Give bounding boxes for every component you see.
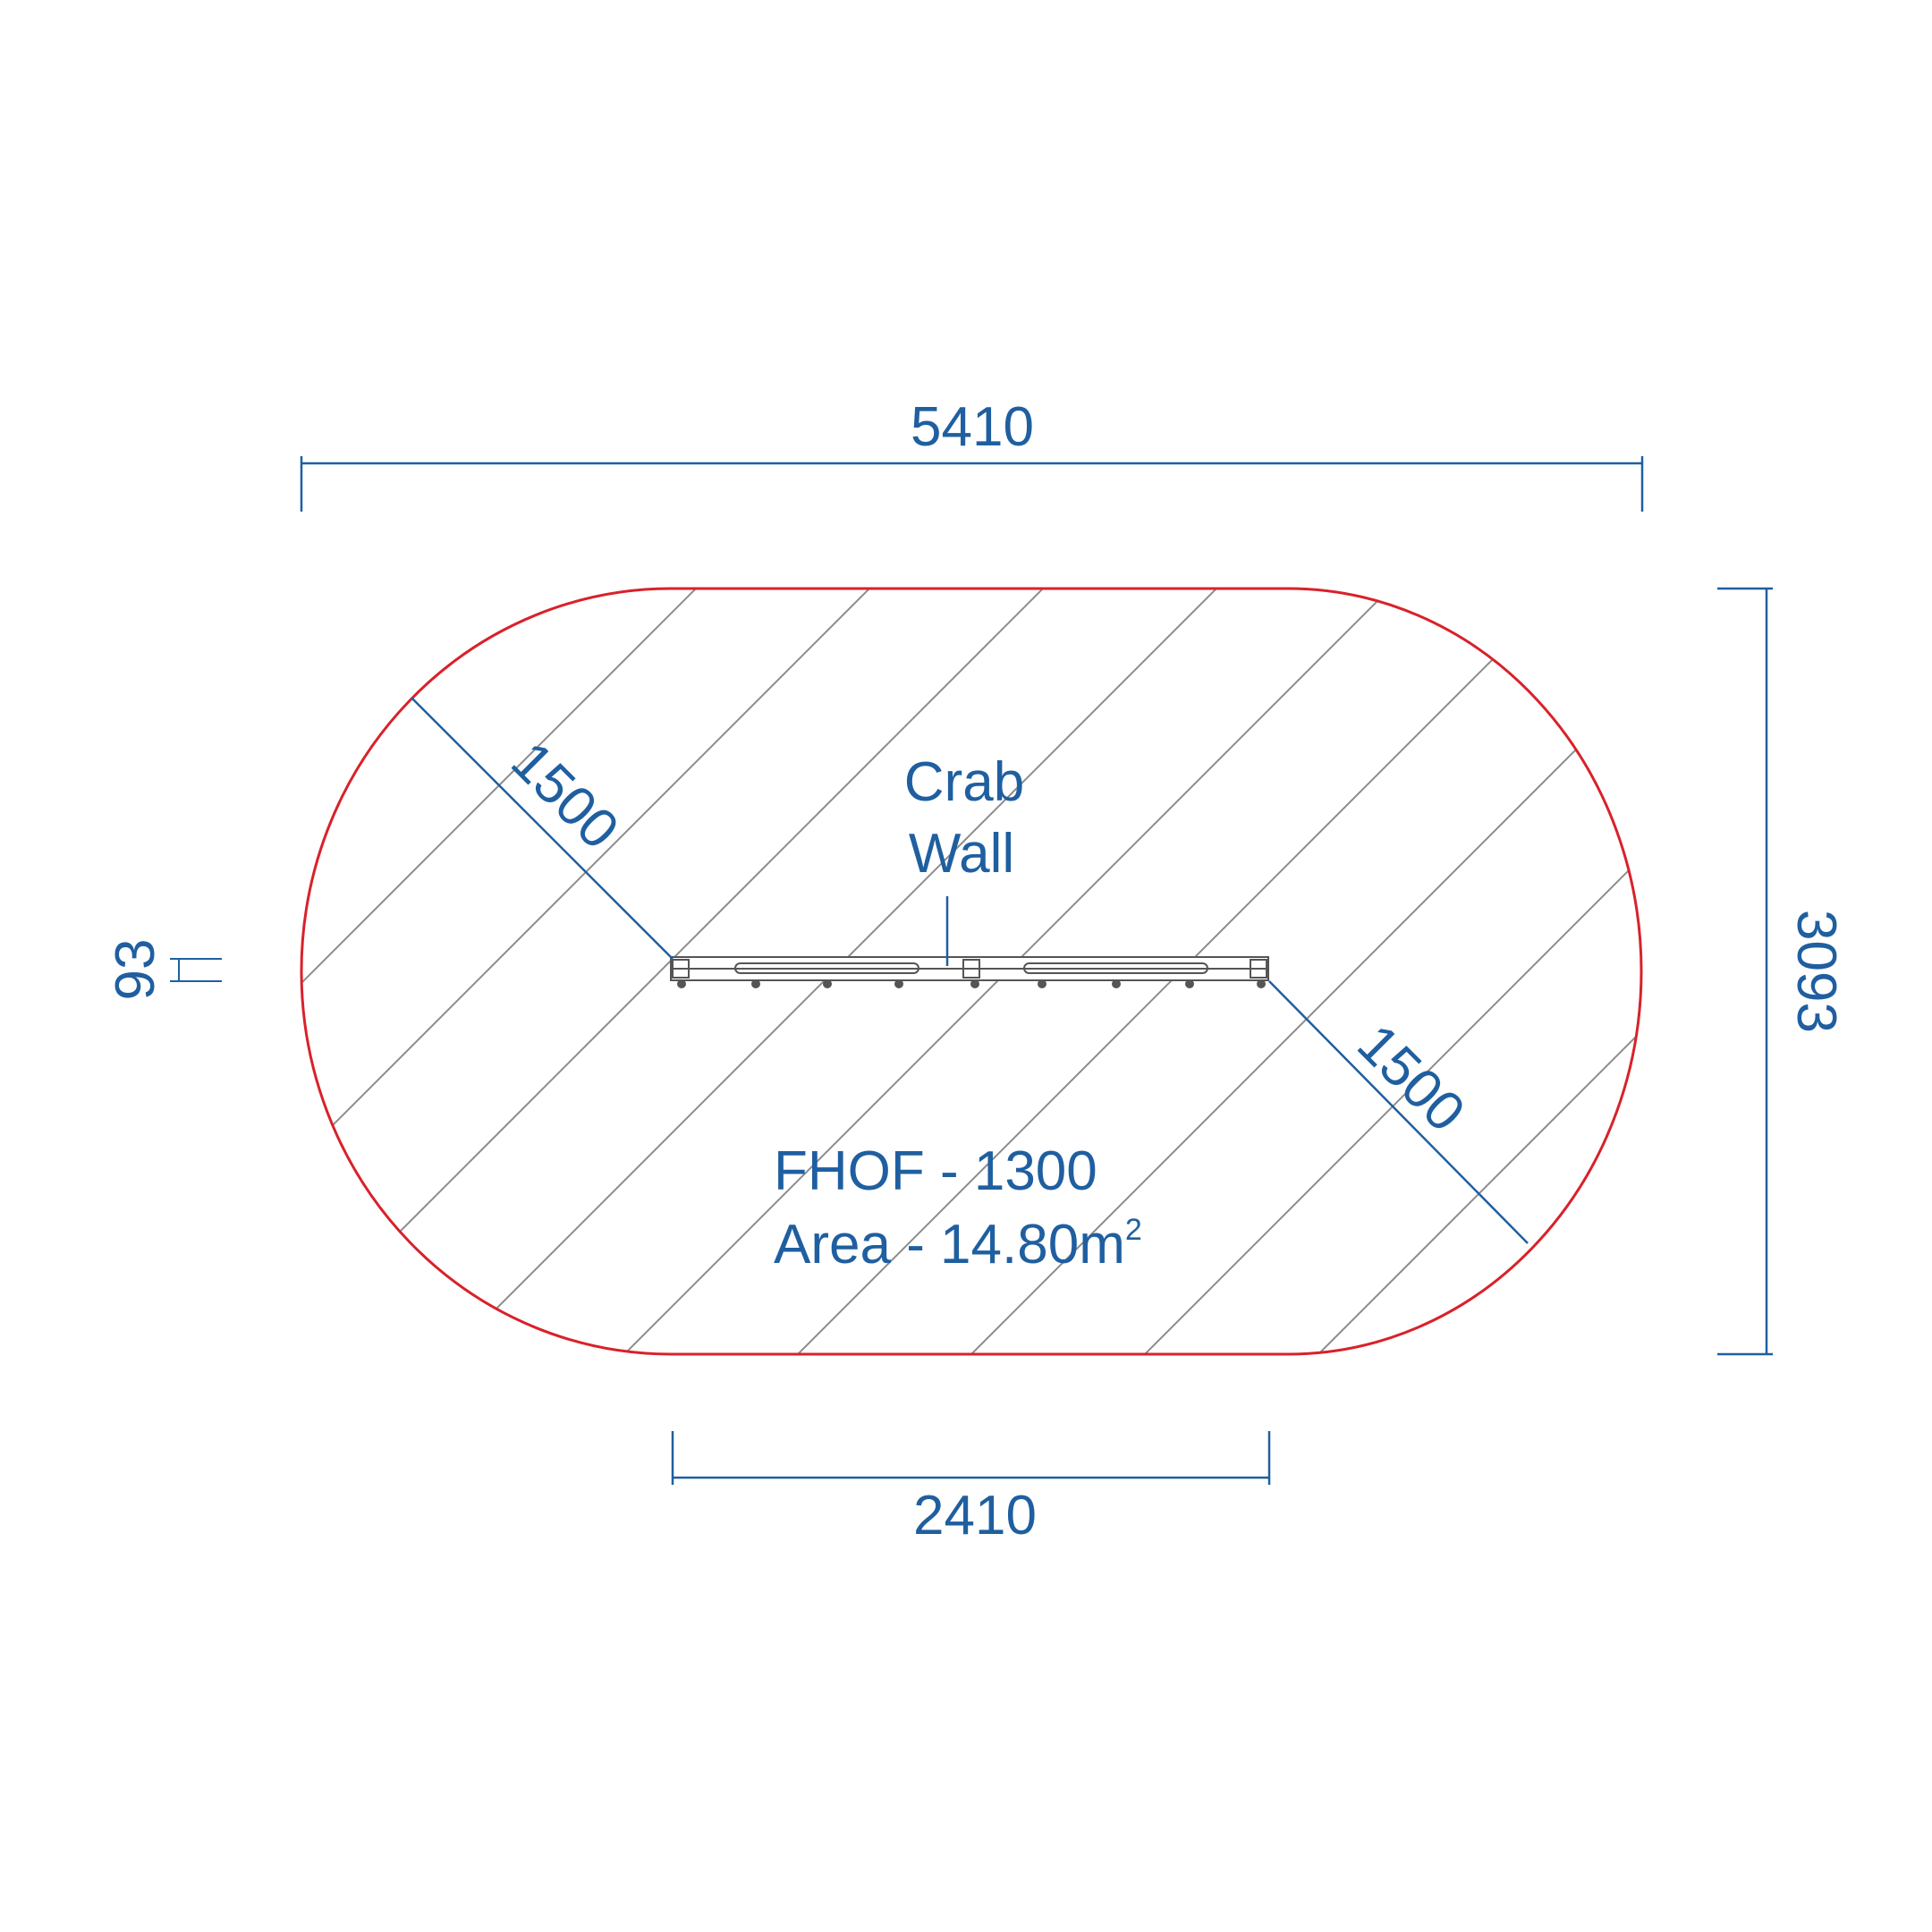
overall-width-label: 5410: [911, 396, 1034, 458]
equipment-length-label: 2410: [913, 1485, 1037, 1546]
hatch-line: [0, 501, 89, 1395]
equipment-post-left: [672, 959, 690, 979]
equipment-width-label: 93: [105, 939, 166, 1001]
equipment-foot: [677, 979, 686, 988]
equipment-foot: [1185, 979, 1194, 988]
hatch-line: [301, 589, 958, 1354]
equipment-foot: [1257, 979, 1266, 988]
area-label: Area - 14.80m2: [774, 1213, 1142, 1275]
hatch-line: [301, 589, 784, 1354]
area-unit-superscript: 2: [1125, 1213, 1142, 1247]
equipment-slot-right: [1023, 962, 1208, 974]
hatch-line: [301, 589, 437, 1354]
equipment-foot: [751, 979, 760, 988]
hatch-line: [929, 589, 1641, 1354]
equipment-post-middle: [962, 959, 980, 979]
equipment-post-right: [1250, 959, 1267, 979]
equipment-feet: [677, 979, 1266, 988]
safety-zone-boundary: [300, 587, 1643, 1356]
equipment-foot: [1112, 979, 1121, 988]
hatch-line: [409, 589, 1305, 1354]
equipment-foot: [1038, 979, 1046, 988]
clearance-radius-right: [1268, 980, 1529, 1244]
clearance-radius-left: [411, 697, 674, 960]
clearance-left-label: 1500: [499, 730, 630, 860]
equipment-foot: [970, 979, 979, 988]
equipment-foot: [894, 979, 903, 988]
hatch-line: [1623, 589, 1641, 1354]
hatch-line: [301, 589, 611, 1354]
fall-height-label: FHOF - 1300: [774, 1140, 1097, 1202]
overall-width-dimension: [300, 456, 1644, 512]
overall-depth-dimension: [1717, 587, 1773, 1356]
hatch-line: [1103, 589, 1641, 1354]
equipment-width-dimension: [170, 958, 222, 982]
hatch-line: [582, 589, 1479, 1354]
equipment-name-line1: Crab: [904, 751, 1024, 813]
hatch-line: [1450, 589, 1641, 1354]
equipment-slot-left: [734, 962, 919, 974]
overall-depth-label: 3093: [1785, 910, 1847, 1033]
crab-wall-equipment: [670, 956, 1269, 988]
area-value: Area - 14.80m: [774, 1214, 1125, 1275]
equipment-foot: [823, 979, 832, 988]
equipment-name-line2: Wall: [909, 823, 1014, 885]
hatch-line: [1276, 589, 1641, 1354]
safety-area-hatching: [0, 501, 1641, 1395]
equipment-length-dimension: [671, 1431, 1271, 1485]
